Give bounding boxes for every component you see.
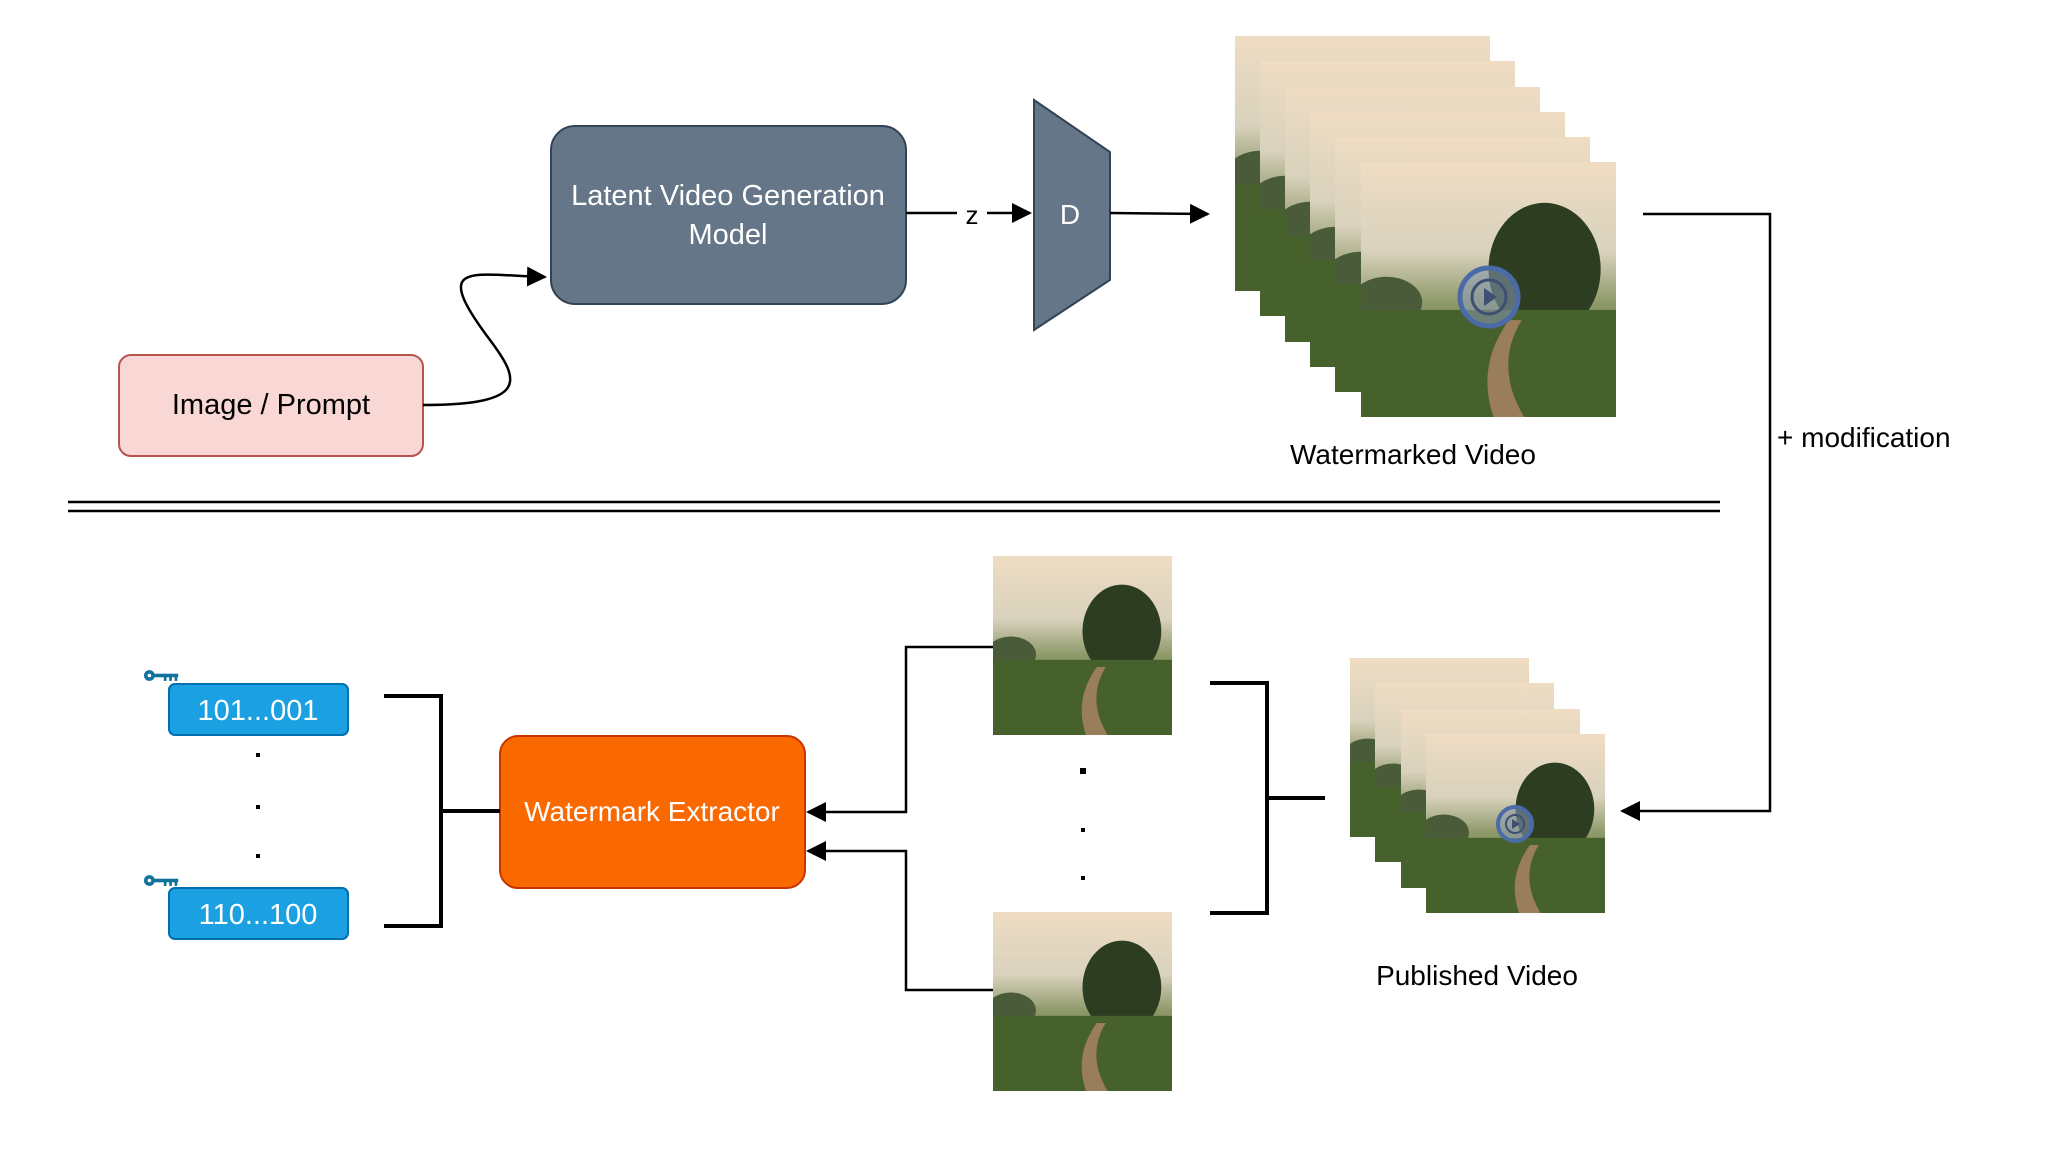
published-frames-bracket bbox=[1210, 681, 1325, 915]
input-to-model-arrow bbox=[422, 266, 547, 407]
play-icon[interactable] bbox=[1496, 805, 1534, 843]
frames-ellipsis bbox=[1080, 768, 1086, 880]
frame-bottom-to-extractor-arrow bbox=[806, 841, 993, 992]
modification-label: + modification bbox=[1777, 422, 1951, 453]
key-icon bbox=[144, 670, 179, 681]
bitstring-bottom[interactable]: 110...100 bbox=[168, 887, 349, 940]
play-icon[interactable] bbox=[1457, 265, 1521, 329]
decoder-label: D bbox=[1060, 199, 1080, 230]
model-label-line2: Model bbox=[689, 219, 768, 251]
decoder-node[interactable]: D bbox=[1033, 98, 1111, 332]
frame-top bbox=[993, 556, 1172, 735]
input-node[interactable]: Image / Prompt bbox=[118, 354, 424, 457]
watermarked-video-caption: Watermarked Video bbox=[1290, 439, 1536, 470]
published-video-stack bbox=[1350, 658, 1605, 913]
section-divider bbox=[68, 500, 1720, 513]
frame-top-to-extractor-arrow bbox=[806, 645, 993, 822]
bitstring-top[interactable]: 101...001 bbox=[168, 683, 349, 736]
bitstring-top-label: 101...001 bbox=[198, 695, 319, 727]
frame-bottom bbox=[993, 912, 1172, 1091]
extractor-label: Watermark Extractor bbox=[524, 796, 780, 827]
watermarked-video-stack bbox=[1235, 36, 1616, 417]
bitstring-ellipsis bbox=[256, 753, 260, 858]
latent-label: z bbox=[966, 200, 979, 230]
published-video-caption: Published Video bbox=[1376, 960, 1578, 991]
model-node[interactable]: Latent Video Generation Model bbox=[550, 125, 907, 305]
key-icon bbox=[144, 875, 179, 886]
bitstring-bracket bbox=[384, 694, 500, 928]
extractor-node[interactable]: Watermark Extractor bbox=[499, 735, 806, 889]
decoder-to-video-arrow bbox=[1109, 203, 1210, 224]
modification-connector bbox=[1620, 212, 1772, 821]
input-label: Image / Prompt bbox=[172, 389, 370, 421]
bitstring-bottom-label: 110...100 bbox=[199, 899, 318, 931]
model-label-line1: Latent Video Generation bbox=[571, 180, 885, 212]
